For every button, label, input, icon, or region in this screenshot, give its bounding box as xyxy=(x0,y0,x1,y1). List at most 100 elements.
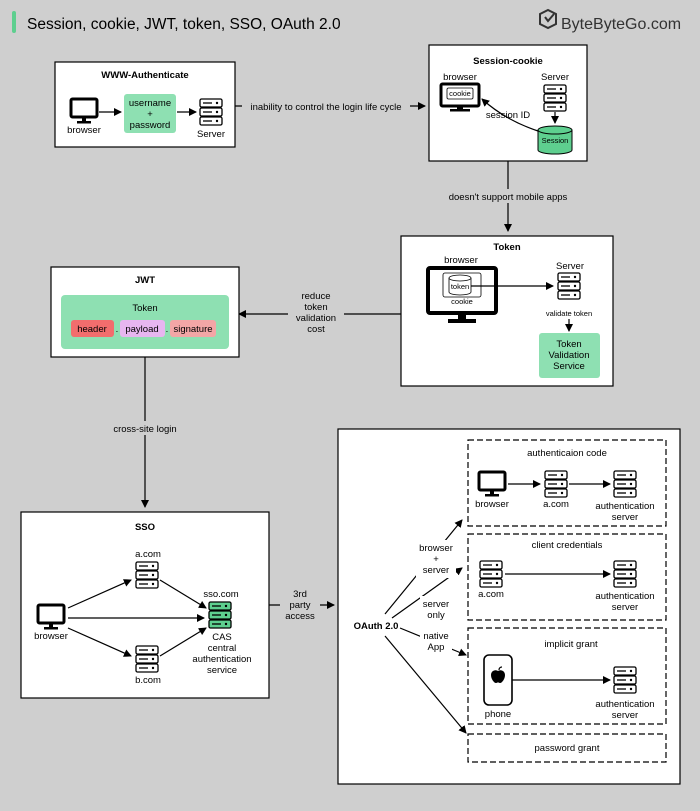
client-cred-server-line2: server xyxy=(612,602,638,613)
token-validation-service xyxy=(539,333,600,378)
password-grant-title: password grant xyxy=(535,743,600,754)
sso-browser-label: browser xyxy=(34,631,68,642)
title-bar xyxy=(0,0,700,42)
branch-so-line1: server xyxy=(423,599,449,610)
sso-com-label: sso.com xyxy=(203,589,238,600)
jwt-payload-pill xyxy=(120,320,165,337)
token-browser-icon xyxy=(426,266,498,323)
branch-bs-line3: server xyxy=(423,565,449,576)
branch-bs-line1: browser xyxy=(419,543,453,554)
www-title: WWW-Authenticate xyxy=(101,70,188,81)
reduce-line2: token xyxy=(304,302,327,313)
implicit-title: implicit grant xyxy=(544,639,598,650)
session-server-label: Server xyxy=(541,72,569,83)
oauth-title: OAuth 2.0 xyxy=(354,621,399,632)
token-server-label: Server xyxy=(556,261,584,272)
reduce-line1: reduce xyxy=(301,291,330,302)
third-line1: 3rd xyxy=(293,589,307,600)
session-db-icon xyxy=(537,125,573,155)
client-credentials-box: client credentials a.com authentication … xyxy=(467,533,667,621)
phone-label: phone xyxy=(485,709,511,720)
svc-line1: Token xyxy=(556,339,581,350)
cred-username: username xyxy=(129,98,171,109)
www-authenticate-box: WWW-Authenticate browser username + pass… xyxy=(54,61,236,148)
cas-line2: central xyxy=(208,643,237,654)
sso-a-label: a.com xyxy=(135,549,161,560)
jwt-header-label: header xyxy=(77,324,107,335)
cas-line1: CAS xyxy=(212,632,232,643)
token-title: Token xyxy=(493,242,520,253)
cred-plus: + xyxy=(147,109,153,120)
token-inner-label: token xyxy=(451,282,469,291)
session-title: Session-cookie xyxy=(473,56,543,67)
implicit-auth-server-icon xyxy=(613,666,637,694)
jwt-header-pill xyxy=(71,320,114,337)
jwt-signature-pill xyxy=(170,320,216,337)
reduce-line4: cost xyxy=(307,324,325,335)
jwt-signature-label: signature xyxy=(173,324,212,335)
title-accent-bar xyxy=(12,11,16,33)
session-browser-icon xyxy=(439,82,481,112)
client-cred-server-line1: authentication xyxy=(595,591,654,602)
session-cookie-box: Session-cookie browser cookie Server Ses… xyxy=(428,44,588,162)
token-cookie-label: cookie xyxy=(451,297,473,306)
brand-text: ByteByteGo.com xyxy=(561,16,681,33)
edge-label-inability: inability to control the login life cycl… xyxy=(250,102,401,113)
jwt-dot-1: . xyxy=(116,324,119,335)
auth-code-box: authenticaion code browser a.com authent… xyxy=(467,439,667,527)
third-line2: party xyxy=(289,600,310,611)
bytebytego-logo: ByteByteGo.com xyxy=(539,8,681,33)
edge-label-mobile: doesn't support mobile apps xyxy=(449,192,568,203)
auth-code-a-server-icon xyxy=(544,470,568,498)
client-cred-a-label: a.com xyxy=(478,589,504,600)
cas-server-icon xyxy=(208,601,232,629)
session-db-label: Session xyxy=(542,136,569,145)
oauth-box: OAuth 2.0 browser + server server only n… xyxy=(337,428,681,785)
validate-token-label: validate token xyxy=(546,309,592,318)
token-browser-label: browser xyxy=(444,255,478,266)
sso-title: SSO xyxy=(135,522,155,533)
www-browser-label: browser xyxy=(67,125,101,136)
jwt-token-label: Token xyxy=(132,303,157,314)
page-title: Session, cookie, JWT, token, SSO, OAuth … xyxy=(27,16,341,33)
branch-bs-line2: + xyxy=(433,554,439,565)
reduce-line3: validation xyxy=(296,313,336,324)
cas-line3: authentication xyxy=(192,654,251,665)
auth-code-server-line1: authentication xyxy=(595,501,654,512)
session-server-icon xyxy=(543,84,567,112)
session-id-label: session ID xyxy=(486,110,530,121)
third-line3: access xyxy=(285,611,315,622)
www-server-label: Server xyxy=(197,129,225,140)
credentials-card xyxy=(124,94,176,133)
sso-a-server-icon xyxy=(135,561,159,589)
session-cookie-label: cookie xyxy=(449,89,471,98)
branch-na-line2: App xyxy=(428,642,445,653)
branch-so-line2: only xyxy=(427,610,445,621)
auth-code-browser-label: browser xyxy=(475,499,509,510)
auth-code-auth-server-icon xyxy=(613,470,637,498)
token-server-icon xyxy=(557,272,581,300)
auth-code-server-line2: server xyxy=(612,512,638,523)
sso-b-server-icon xyxy=(135,645,159,673)
jwt-title: JWT xyxy=(135,275,155,286)
token-box: Token browser token cookie Server valida… xyxy=(400,235,614,387)
password-grant-box: password grant xyxy=(467,733,667,763)
sso-b-label: b.com xyxy=(135,675,161,686)
jwt-box: JWT Token header . payload . signature xyxy=(50,266,240,358)
sso-box: SSO browser a.com b.com sso.com CAS cent… xyxy=(20,511,270,699)
auth-code-title: authenticaion code xyxy=(527,448,607,459)
implicit-grant-box: implicit grant phone authentication serv… xyxy=(467,627,667,725)
server-icon xyxy=(199,98,223,126)
auth-code-a-label: a.com xyxy=(543,499,569,510)
branch-na-line1: native xyxy=(423,631,448,642)
svc-line3: Service xyxy=(553,361,585,372)
jwt-payload-label: payload xyxy=(125,324,158,335)
client-cred-title: client credentials xyxy=(532,540,603,551)
svc-line2: Validation xyxy=(548,350,589,361)
edge-label-cross: cross-site login xyxy=(113,424,176,435)
session-browser-label: browser xyxy=(443,72,477,83)
client-cred-a-server-icon xyxy=(479,560,503,588)
phone-icon xyxy=(483,654,513,706)
